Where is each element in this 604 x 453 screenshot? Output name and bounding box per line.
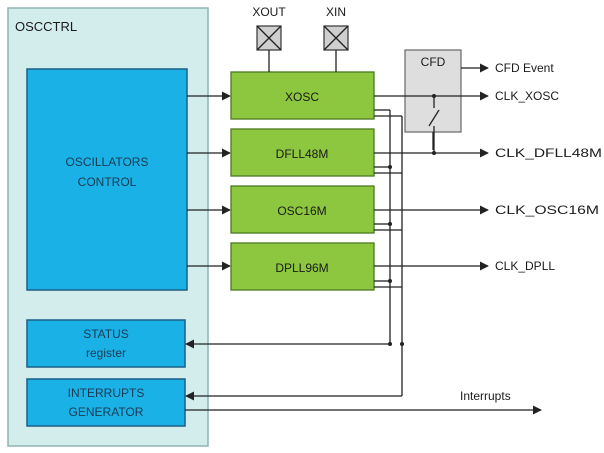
osc16m-label: OSC16M [277,204,326,218]
xin-pin-label: XIN [326,5,346,19]
interrupts-output-label: Interrupts [460,389,511,403]
xout-pin-label: XOUT [252,5,286,19]
interrupts-generator-block [26,378,186,427]
status-label-line1: STATUS [83,327,129,341]
clk-osc16m-label: CLK_OSC16M [495,203,599,217]
xosc-block [230,71,375,120]
clk-dfll48m-label: CLK_DFLL48M [495,146,602,160]
interrupts-label-line2: GENERATOR [69,405,144,419]
cfd-label: CFD [421,55,446,69]
oscillators-control-block [26,68,188,291]
xosc-label: XOSC [285,90,319,104]
dfll48m-label: DFLL48M [276,147,329,161]
clk-xosc-label: CLK_XOSC [495,89,559,103]
status-label-line2: register [86,346,126,360]
status-register-block [26,319,186,368]
cfd-event-label: CFD Event [495,61,554,75]
clk-dpll-label: CLK_DPLL [495,259,555,273]
interrupts-label-line1: INTERRUPTS [68,386,145,400]
oscillators-control-label-line1: OSCILLATORS [66,155,149,169]
dfll48m-block [230,128,375,177]
dpll96m-label: DPLL96M [275,261,328,275]
oscctrl-title: OSCCTRL [15,19,77,34]
oscillators-control-label-line2: CONTROL [78,175,137,189]
cfd-switch [428,109,440,127]
